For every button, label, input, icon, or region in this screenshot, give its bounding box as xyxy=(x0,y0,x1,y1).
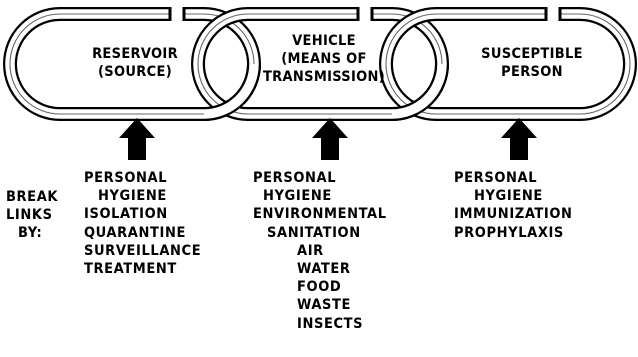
list-item: ENVIRONMENTAL xyxy=(253,206,387,223)
list-item: WASTE xyxy=(297,297,352,314)
list-item: PERSONAL xyxy=(84,170,168,186)
reservoir-measures: PERSONAL HYGIENE ISOLATION QUARANTINE SU… xyxy=(84,169,201,278)
reservoir-label: RESERVOIR (SOURCE) xyxy=(92,46,178,80)
up-arrow-icon xyxy=(119,118,155,160)
susceptible-person-label: SUSCEPTIBLE PERSON xyxy=(481,46,583,80)
list-item: AIR xyxy=(297,242,324,259)
list-item: WATER xyxy=(297,260,351,277)
list-item: HYGIENE xyxy=(98,188,167,205)
up-arrow-icon xyxy=(501,118,537,160)
vehicle-measures: PERSONAL HYGIENE ENVIRONMENTAL SANITATIO… xyxy=(253,169,387,333)
list-item: SURVEILLANCE xyxy=(84,242,202,259)
list-item: IMMUNIZATION xyxy=(454,206,573,223)
list-item: PERSONAL xyxy=(454,170,538,186)
vehicle-label: VEHICLE (MEANS OF TRANSMISSION) xyxy=(262,33,386,85)
list-item: TREATMENT xyxy=(84,260,177,277)
list-item: INSECTS xyxy=(297,315,364,332)
list-item: HYGIENE xyxy=(474,188,543,205)
list-item: HYGIENE xyxy=(263,188,332,205)
list-item: QUARANTINE xyxy=(84,224,186,241)
break-links-label: BREAK LINKS BY: xyxy=(6,189,59,242)
list-item: PERSONAL xyxy=(253,170,337,186)
list-item: ISOLATION xyxy=(84,206,168,223)
list-item: SANITATION xyxy=(267,224,361,241)
chain-diagram xyxy=(0,4,638,150)
list-item: PROPHYLAXIS xyxy=(454,224,564,241)
up-arrow-icon xyxy=(312,118,348,160)
susceptible-person-measures: PERSONAL HYGIENE IMMUNIZATION PROPHYLAXI… xyxy=(454,169,573,242)
list-item: FOOD xyxy=(297,279,342,296)
